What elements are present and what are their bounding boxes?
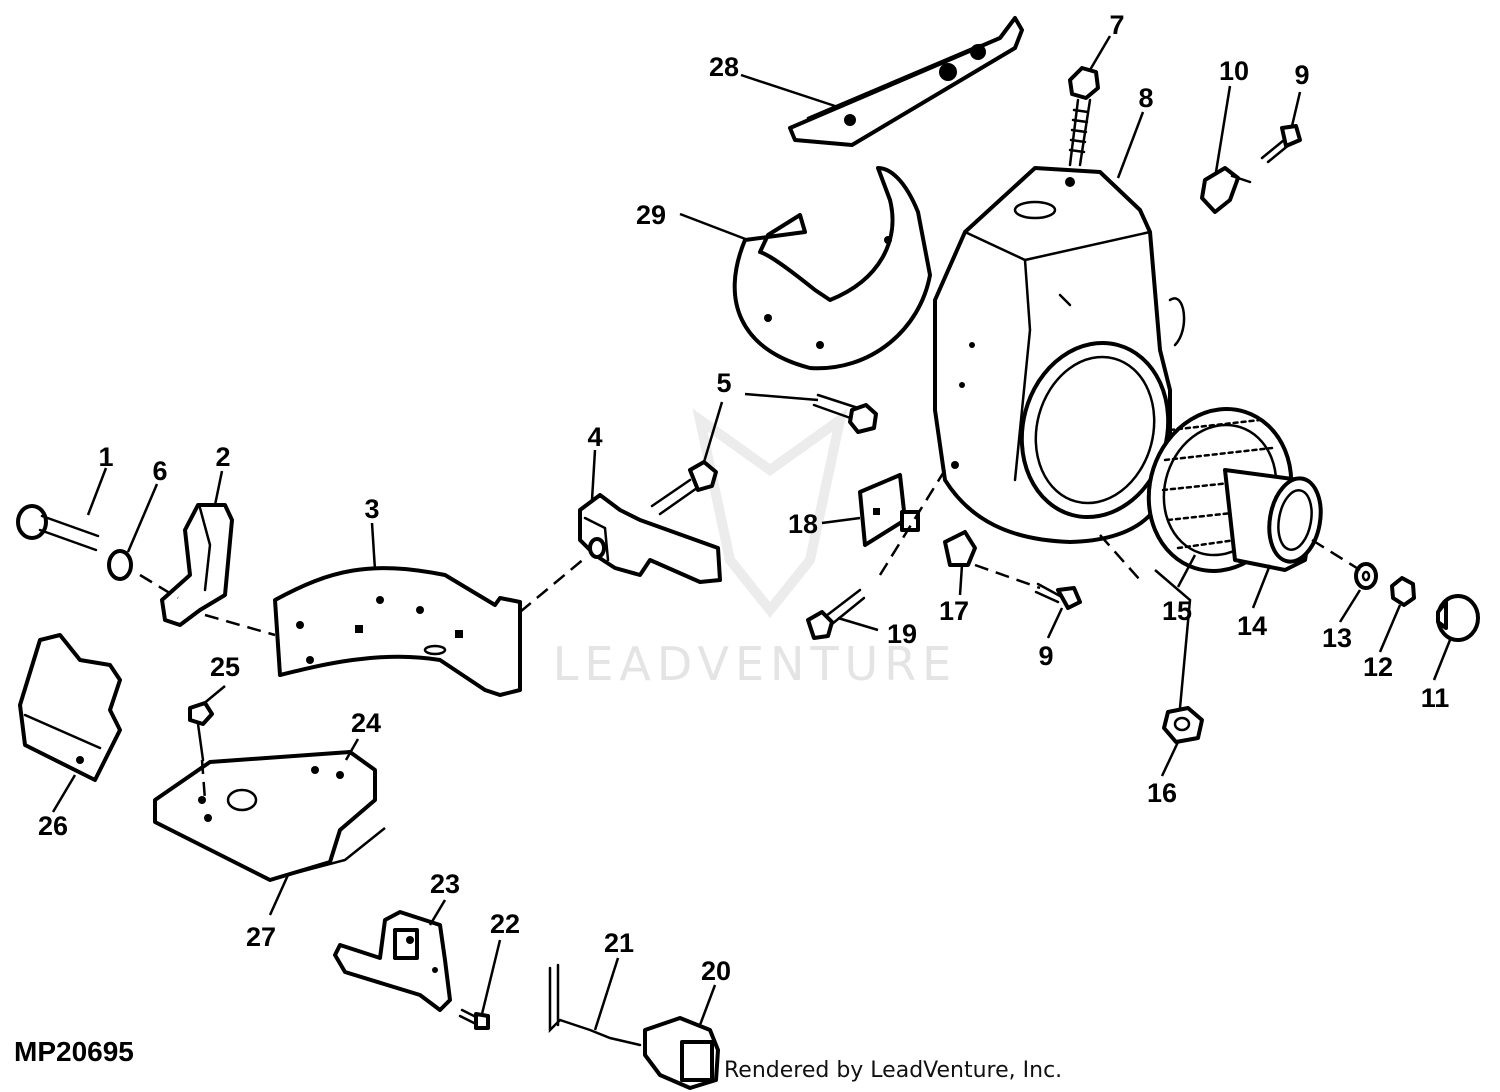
part-29-shroud: [732, 166, 932, 371]
callout-3: 3: [364, 494, 379, 524]
callout-16: 16: [1147, 778, 1177, 808]
part-5-bolt: [812, 393, 878, 434]
callout-6: 6: [152, 456, 167, 486]
watermark-text: LEADVENTURE: [553, 637, 958, 691]
callout-11: 11: [1421, 683, 1450, 713]
callout-13: 13: [1322, 623, 1352, 653]
callout-4: 4: [587, 422, 602, 452]
callout-18: 18: [788, 509, 818, 539]
callout-24: 24: [351, 708, 381, 738]
part-11-cap: [1436, 594, 1480, 642]
part-17-clip-nut: [943, 530, 977, 567]
part-9-screw-lower: [1034, 582, 1082, 610]
part-14-starter-cup: [1223, 468, 1323, 572]
part-20-switch: [643, 1016, 720, 1090]
part-4-bracket: [578, 493, 722, 584]
callout-17: 17: [939, 596, 969, 626]
part-1-bolt: [16, 504, 100, 552]
part-7-bolt: [1068, 66, 1100, 167]
callout-2: 2: [215, 442, 230, 472]
part-23-bracket-module: [333, 910, 452, 1012]
part-3-plate: [273, 566, 522, 697]
callout-8: 8: [1138, 83, 1153, 113]
callout-20: 20: [701, 956, 731, 986]
part-28-plate: [788, 16, 1024, 147]
callout-10: 10: [1219, 56, 1249, 86]
part-21-wire: [548, 963, 642, 1047]
part-6-washer: [107, 549, 133, 581]
callout-25: 25: [210, 652, 240, 682]
callout-14: 14: [1237, 611, 1267, 641]
callout-7: 7: [1109, 10, 1124, 40]
part-24-plate: [153, 750, 377, 882]
callout-9-top: 9: [1294, 60, 1309, 90]
part-25-screw: [188, 701, 214, 762]
callout-22: 22: [490, 909, 520, 939]
leader-lines: [51, 35, 1452, 1031]
part-2-bracket: [160, 503, 234, 627]
callout-23: 23: [430, 869, 460, 899]
credit-text: Rendered by LeadVenture, Inc.: [724, 1058, 1063, 1083]
part-19-bolt: [806, 588, 866, 640]
callout-labels: 1 2 3 4 5 6 7 8 9 9 10 11 12 13 14 15 16…: [38, 10, 1449, 986]
part-10-clip: [1200, 166, 1252, 214]
callout-19: 19: [887, 619, 917, 649]
watermark: LEADVENTURE: [553, 408, 958, 691]
part-16-nut: [1162, 706, 1204, 744]
callout-1: 1: [98, 442, 113, 472]
callout-29: 29: [636, 200, 666, 230]
part-18-clip-plate: [858, 473, 920, 547]
callout-12: 12: [1363, 652, 1393, 682]
callout-21: 21: [604, 928, 634, 958]
part-22-screw: [458, 1008, 490, 1030]
callout-28: 28: [709, 52, 739, 82]
diagram-code: MP20695: [14, 1036, 134, 1067]
callout-26: 26: [38, 811, 68, 841]
callout-5: 5: [716, 368, 731, 398]
part-4-bolt: [650, 460, 718, 516]
part-13-washer: [1354, 562, 1378, 590]
part-12-nut: [1390, 576, 1416, 607]
part-9-screw-top: [1260, 124, 1302, 164]
callout-9-lower: 9: [1038, 641, 1053, 671]
assembly-lines: [139, 469, 1361, 801]
callout-27: 27: [246, 922, 276, 952]
callout-15: 15: [1162, 596, 1192, 626]
part-26-cover: [18, 633, 122, 782]
